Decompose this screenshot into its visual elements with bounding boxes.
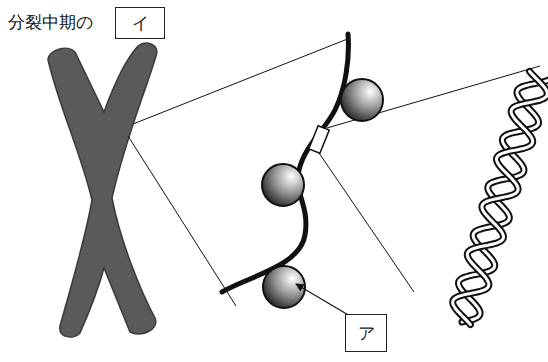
answer-box: ア [345,314,387,352]
histone [341,79,383,121]
zoom-line [128,136,236,306]
answer-label: イ [132,13,149,33]
zoom-line [319,153,414,292]
histone [262,164,304,206]
histone [263,266,305,308]
zoom-line [133,38,350,124]
leader-line [296,284,350,316]
caption-label: 分裂中期の [8,12,93,32]
zoom-rect [309,126,329,154]
answer-box: イ [115,7,165,39]
helix-strand-outline [453,71,548,324]
helix-strand [453,71,548,324]
chromosome [48,43,157,337]
zoom-line [327,66,540,128]
answer-label: ア [358,323,375,343]
dna-strand [222,34,348,292]
double-helix [453,71,548,324]
